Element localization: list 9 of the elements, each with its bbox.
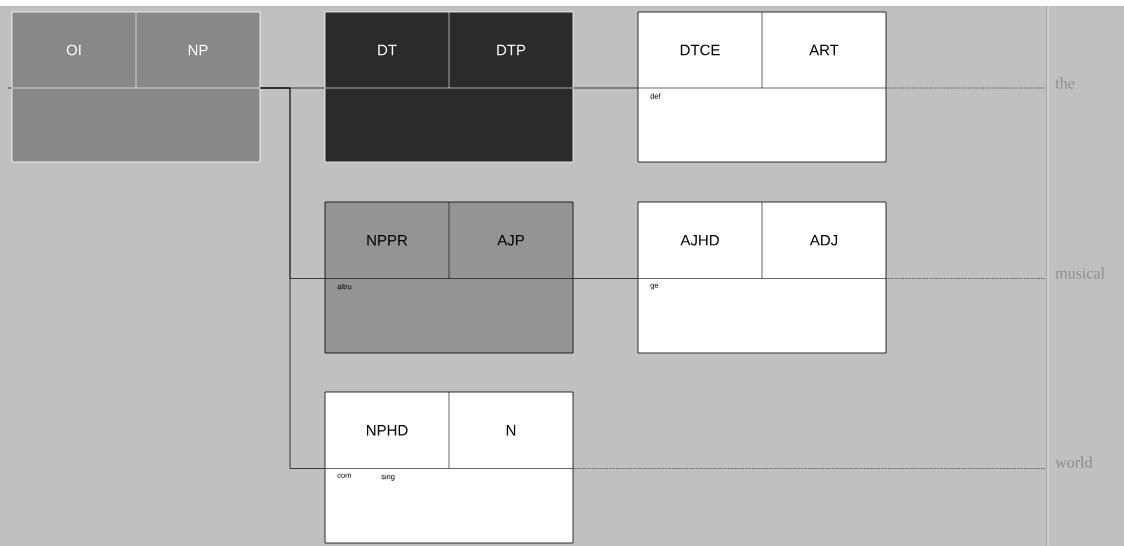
connector-line: [573, 278, 638, 279]
connector-line: [573, 468, 1046, 469]
connector-line: [886, 87, 1046, 89]
connector-line: [573, 87, 638, 89]
constituent-box: DT DTP: [324, 11, 574, 163]
connector-line: [260, 87, 325, 469]
constituent-box: OI NP: [11, 11, 261, 163]
connector-line: [886, 278, 1046, 279]
connector-line: [7, 87, 12, 89]
